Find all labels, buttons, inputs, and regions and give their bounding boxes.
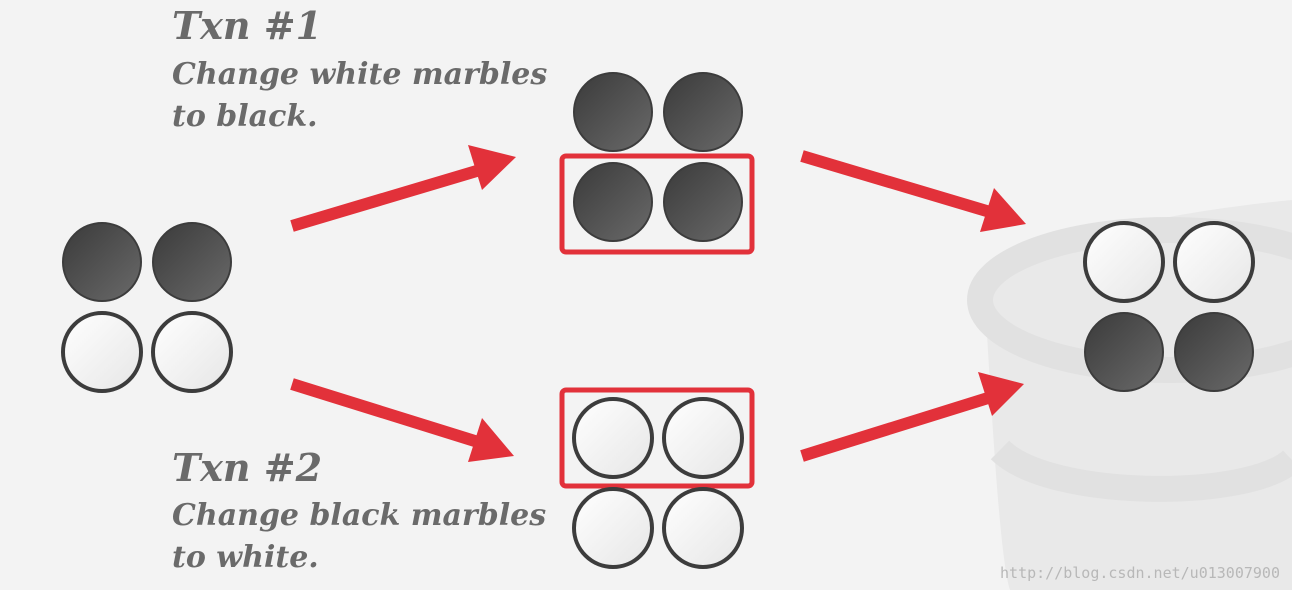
white-marble (662, 397, 744, 479)
watermark: http://blog.csdn.net/u013007900 (1000, 564, 1280, 582)
txn2-highlight-box (559, 387, 755, 489)
txn1-description-line1: Change white marbles (172, 57, 548, 92)
black-marble (663, 162, 743, 242)
white-marble (61, 311, 143, 393)
white-marble (662, 487, 744, 569)
arrow-txn1-to-final (800, 150, 1026, 232)
black-marble (663, 72, 743, 152)
black-marble (62, 222, 142, 302)
white-marble (572, 397, 654, 479)
txn2-description-line2: to white. (172, 540, 319, 575)
arrow-initial-to-txn1 (290, 145, 516, 232)
marbles-after-txn2 (572, 397, 744, 569)
white-marble (1173, 221, 1255, 303)
marbles-final (1083, 221, 1255, 392)
black-marble (1084, 312, 1164, 392)
white-marble (151, 311, 233, 393)
black-marble (573, 72, 653, 152)
txn2-description: Change black marbles to white. (172, 495, 546, 579)
white-marble (1083, 221, 1165, 303)
txn2-title: Txn #2 (172, 445, 323, 490)
white-marble (572, 487, 654, 569)
arrow-txn2-to-final (800, 372, 1024, 462)
arrow-initial-to-txn2 (290, 378, 514, 462)
marbles-after-txn1 (573, 72, 743, 242)
black-marble (573, 162, 653, 242)
txn1-description: Change white marbles to black. (172, 54, 547, 138)
black-marble (1174, 312, 1254, 392)
txn1-description-line2: to black. (172, 99, 318, 134)
marbles-initial (61, 222, 233, 393)
txn1-highlight-box (559, 153, 755, 255)
black-marble (152, 222, 232, 302)
txn1-title: Txn #1 (172, 3, 323, 48)
txn2-description-line1: Change black marbles (172, 498, 547, 533)
